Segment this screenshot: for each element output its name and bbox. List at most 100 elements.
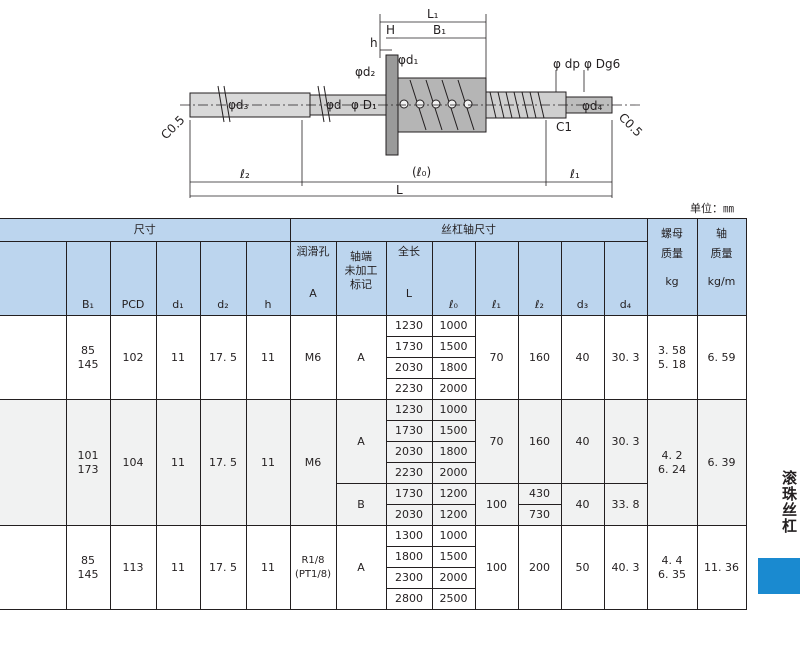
label-H: H (386, 23, 395, 37)
label-l2: ℓ₂ (239, 167, 250, 181)
label-C1: C1 (556, 120, 572, 134)
cell-shaft-end: A (335, 399, 387, 484)
cell-l0: 1000 (431, 399, 476, 421)
ball-screw-drawing: L₁ H B₁ h φd₁ φd₂ φd₃ φd φ D₁ φ dp φ Dg6… (158, 7, 645, 198)
cell-l2: 160 (517, 399, 562, 484)
cell-l0: 1500 (431, 336, 476, 358)
section-tab-marker (758, 558, 800, 594)
cell-L: 1730 (385, 336, 433, 358)
cell-L: 2230 (385, 378, 433, 400)
cell-l2: 160 (517, 315, 562, 400)
cell-d1: 11 (155, 525, 201, 610)
cell-l0: 1800 (431, 357, 476, 379)
cell-L: 2300 (385, 567, 433, 589)
cell-lube: R1/8(PT1/8) (289, 525, 337, 610)
cell-l0: 2000 (431, 462, 476, 484)
header-d4: d₄ (603, 241, 648, 316)
cell-d2: 17. 5 (199, 525, 247, 610)
header-B1: B₁ (65, 241, 111, 316)
cell-shaft-mass: 6. 39 (696, 399, 747, 526)
cell-l1: 100 (474, 483, 519, 526)
label-c05-left: C0.5 (158, 113, 187, 142)
cell-d3: 50 (560, 525, 605, 610)
cell-d3: 40 (560, 315, 605, 400)
cell-L: 2800 (385, 588, 433, 610)
cell-l2: 430 (517, 483, 562, 505)
cell-L: 1300 (385, 525, 433, 547)
cell-L: 2030 (385, 441, 433, 463)
cell-h: 11 (245, 315, 291, 400)
cell-l0: 1800 (431, 441, 476, 463)
cell-L: 2030 (385, 504, 433, 526)
cell-shaft-end: A (335, 525, 387, 610)
table-row: 2030 1200 730 (0, 504, 746, 526)
header-d1: d₁ (155, 241, 201, 316)
header-size: 尺寸 (0, 218, 291, 242)
cell-L: 1800 (385, 546, 433, 568)
cell-lube: M6 (289, 399, 337, 526)
cell-lube: M6 (289, 315, 337, 400)
cell-l0: 1500 (431, 420, 476, 442)
header-d3: d₃ (560, 241, 605, 316)
label-d2: φd₂ (355, 65, 376, 79)
cell-shaft-mass: 11. 36 (696, 525, 747, 610)
cell-PCD: 104 (109, 399, 157, 526)
cell-d4: 33. 8 (603, 483, 648, 526)
cell-d3: 40 (560, 399, 605, 484)
cell-L: 2030 (385, 357, 433, 379)
cell-L: 1230 (385, 399, 433, 421)
cell-shaft-end: A (335, 315, 387, 400)
cell-l1: 70 (474, 315, 519, 400)
cell-l0: 2500 (431, 588, 476, 610)
label-d4: φd₄ (582, 99, 603, 113)
cell-d1: 11 (155, 399, 201, 526)
header-shaft-end: 轴端未加工标记 (335, 241, 387, 316)
cell-d4: 30. 3 (603, 315, 648, 400)
cell-PCD: 102 (109, 315, 157, 400)
cell-d4: 40. 3 (603, 525, 648, 610)
cell-L: 1730 (385, 420, 433, 442)
cell-L: 1730 (385, 483, 433, 505)
label-c05-right: C0.5 (616, 110, 645, 139)
label-L1: L₁ (427, 7, 439, 21)
label-L: L (396, 183, 403, 197)
cell-l0: 1000 (431, 525, 476, 547)
header-l0: ℓ₀ (431, 241, 476, 316)
cell-l0: 1500 (431, 546, 476, 568)
header-l1: ℓ₁ (474, 241, 519, 316)
cell-l0: 1200 (431, 483, 476, 505)
cell-l1: 100 (474, 525, 519, 610)
label-B1: B₁ (433, 23, 446, 37)
header-d2: d₂ (199, 241, 247, 316)
cell-l0: 2000 (431, 567, 476, 589)
cell-h: 11 (245, 399, 291, 526)
cell-shaft-end: B (335, 483, 387, 526)
label-D1: φ D₁ (351, 98, 377, 112)
section-label: 滚珠丝杠 (780, 470, 798, 534)
cell-l0: 1000 (431, 315, 476, 337)
cell-L: 1230 (385, 315, 433, 337)
label-d: φd (326, 98, 342, 112)
label-l0: (ℓ₀) (412, 165, 431, 179)
cell-d2: 17. 5 (199, 399, 247, 526)
cell-l2: 730 (517, 504, 562, 526)
cell-d4: 30. 3 (603, 399, 648, 484)
